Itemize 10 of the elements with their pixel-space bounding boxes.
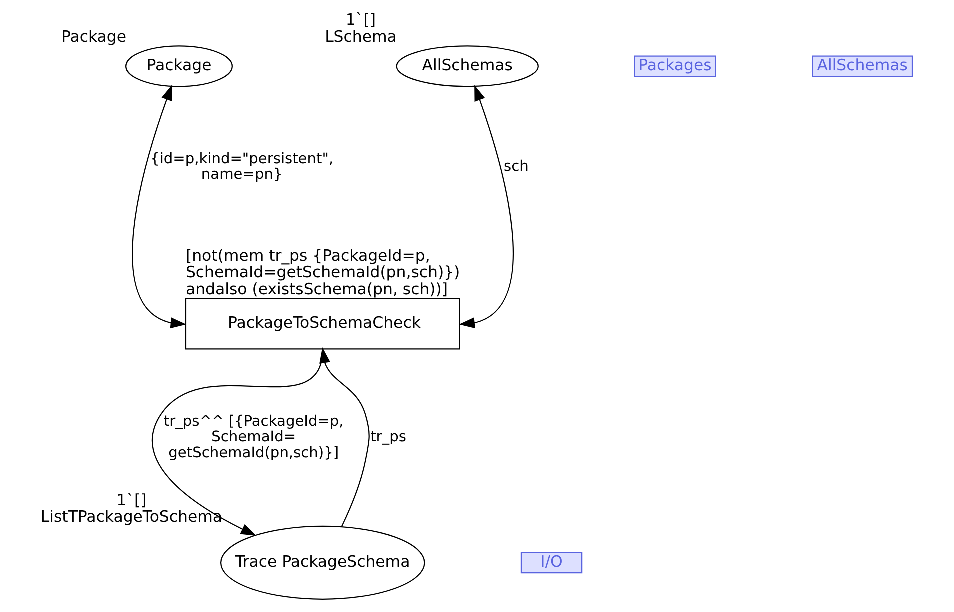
node-label: 1`[] xyxy=(345,10,376,30)
node-label: LSchema xyxy=(324,26,396,46)
node-label: [not(mem tr_ps {PackageId=p, SchemaId=getSchemaId(pn,sch)}) andalso (existsSchema(pn, sch))] xyxy=(185,246,460,298)
edge-label: {id=p,kind="persistent", name=pn} xyxy=(150,150,334,184)
edge-label: tr_ps xyxy=(370,428,406,446)
node-label: Package xyxy=(61,26,126,46)
edge-label: tr_ps^^ [{PackageId=p, SchemaId= getSchemaId(pn,sch)}] xyxy=(163,412,344,462)
node-label: ListTPackageToSchema xyxy=(40,507,222,526)
edge-label: sch xyxy=(503,158,528,176)
node-label: 1`[] xyxy=(116,490,146,510)
